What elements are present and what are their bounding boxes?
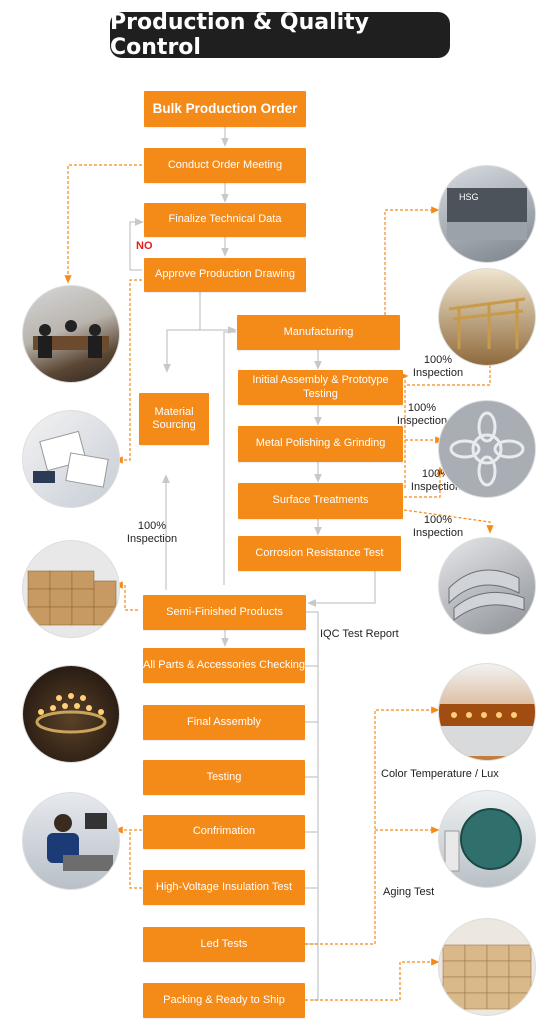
aging-label: Aging Test xyxy=(383,886,435,898)
iqc-label: IQC Test Report xyxy=(320,628,399,640)
step-semi-finished-products: Semi-Finished Products xyxy=(143,595,306,630)
no-label: NO xyxy=(136,240,153,252)
svg-text:HSG: HSG xyxy=(459,192,479,202)
step-confirmation: Confrimation xyxy=(143,815,305,849)
step-bulk-production-order: Bulk Production Order xyxy=(144,91,306,127)
step-material-sourcing: Material Sourcing xyxy=(139,393,209,445)
step-finalize-technical-data: Finalize Technical Data xyxy=(144,203,306,237)
color-temp-lab-photo xyxy=(438,663,536,761)
step-packing: Packing & Ready to Ship xyxy=(143,983,305,1018)
step-surface-treatments: Surface Treatments xyxy=(238,483,403,519)
warehouse-boxes-photo xyxy=(22,540,120,638)
chandelier-photo xyxy=(22,665,120,763)
packed-cartons-photo xyxy=(438,918,536,1016)
drawing-review-photo xyxy=(22,410,120,508)
step-led-tests: Led Tests xyxy=(143,927,305,962)
step-metal-polishing: Metal Polishing & Grinding xyxy=(238,426,403,462)
technician-photo xyxy=(22,792,120,890)
meeting-photo xyxy=(22,285,120,383)
inspection-label-1: 100% Inspection xyxy=(412,354,464,380)
inspection-label-4: 100% Inspection xyxy=(412,514,464,540)
cnc-machine-photo: HSG xyxy=(438,165,536,263)
color-temp-label: Color Temperature / Lux xyxy=(381,768,499,780)
inspection-label-5: 100% Inspection xyxy=(126,520,178,546)
step-order-meeting: Conduct Order Meeting xyxy=(144,148,306,183)
step-high-voltage-test: High-Voltage Insulation Test xyxy=(143,870,305,905)
page-title: Production & Quality Control xyxy=(110,10,450,60)
step-initial-assembly: Initial Assembly & Prototype Testing xyxy=(238,370,403,405)
step-final-assembly: Final Assembly xyxy=(143,705,305,740)
step-corrosion-test: Corrosion Resistance Test xyxy=(238,536,401,571)
inspection-label-2: 100% Inspection xyxy=(396,402,448,428)
step-approve-production-drawing: Approve Production Drawing xyxy=(144,258,306,292)
step-testing: Testing xyxy=(143,760,305,795)
surface-parts-photo xyxy=(438,537,536,635)
step-parts-checking: All Parts & Accessories Checking xyxy=(143,648,305,683)
step-manufacturing: Manufacturing xyxy=(237,315,400,350)
integrating-sphere-photo xyxy=(438,790,536,888)
frame-assembly-photo xyxy=(438,268,536,366)
metal-pattern-photo xyxy=(438,400,536,498)
